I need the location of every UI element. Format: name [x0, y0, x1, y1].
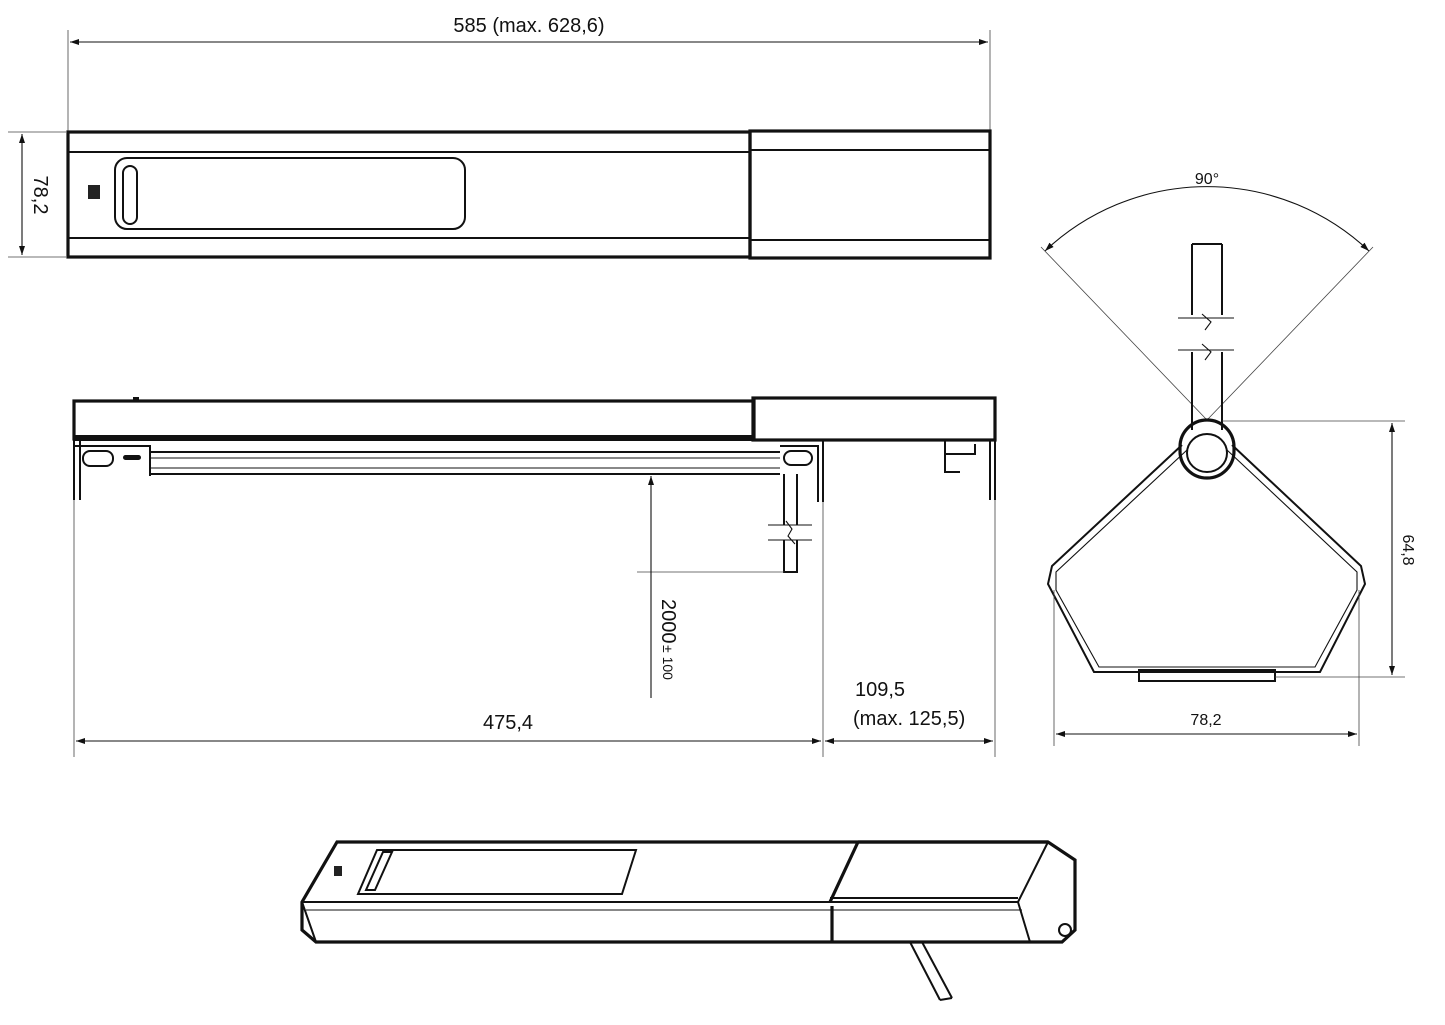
- pivot-joint: [1178, 418, 1236, 480]
- light-window: [114, 157, 466, 230]
- end-view: 90° 64,8 78,2: [1040, 171, 1416, 746]
- side-view: 2000 ± 100 475,4 109,5 (max. 125,5): [72, 396, 997, 757]
- extension-label: 109,5: [855, 679, 905, 701]
- side-end-cap: [751, 396, 997, 442]
- height-label: 78,2: [29, 176, 51, 215]
- isometric-view: [300, 840, 1077, 1001]
- cable-length-label: 2000: [657, 599, 679, 644]
- extension-max-label: (max. 125,5): [853, 708, 965, 730]
- body-length-label: 475,4: [483, 712, 533, 734]
- end-width-label: 78,2: [1190, 712, 1221, 729]
- iso-cable: [909, 941, 953, 1001]
- end-cap-outline: [748, 129, 992, 260]
- length-label: 585 (max. 628,6): [453, 15, 604, 37]
- iso-housing: [300, 840, 1077, 944]
- end-profile-outline: [1046, 444, 1367, 673]
- cable-tolerance-label: ± 100: [660, 645, 676, 680]
- angle-label: 90°: [1195, 171, 1219, 188]
- mounting-rod: [1191, 243, 1223, 430]
- end-height-label: 64,8: [1399, 534, 1416, 565]
- sensor-icon: [88, 185, 100, 199]
- cable: [783, 474, 798, 573]
- iso-sensor-icon: [334, 866, 342, 876]
- angle-arc: [1044, 186, 1370, 252]
- iso-light-window: [356, 849, 638, 895]
- iso-end-cap: [828, 840, 1048, 942]
- switch-slot: [122, 165, 138, 225]
- top-view: 585 (max. 628,6) 78,2: [8, 15, 992, 260]
- side-housing: [72, 399, 756, 441]
